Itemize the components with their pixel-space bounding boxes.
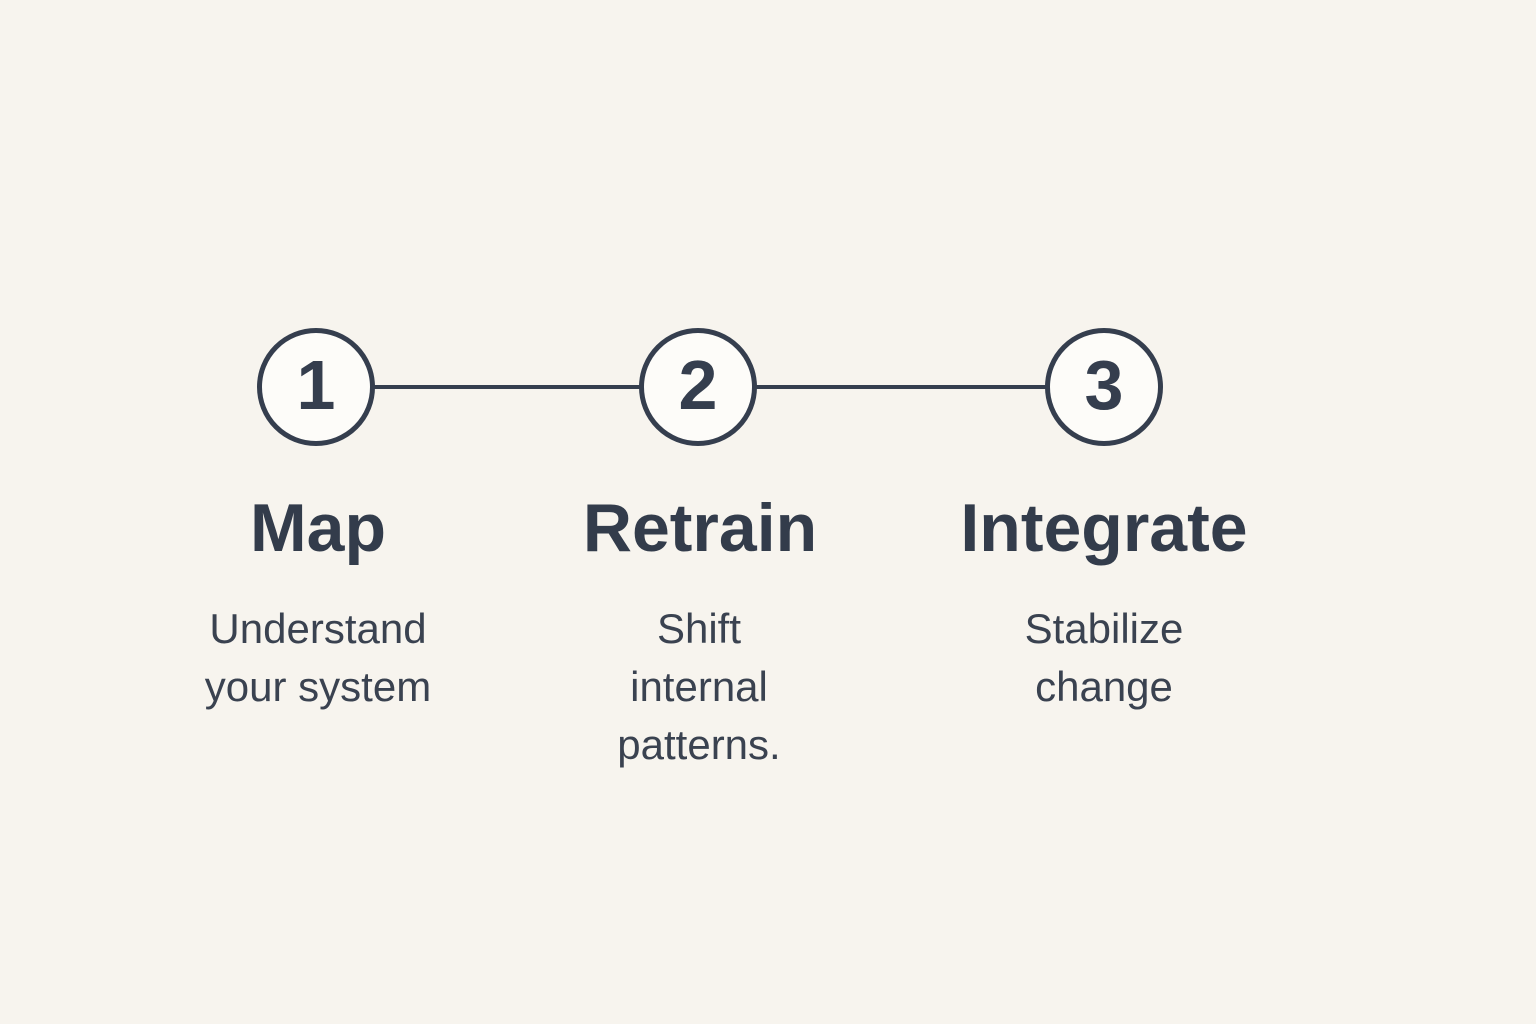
- connector-line-step1-step2: [316, 385, 698, 389]
- step-3-circle: 3: [1045, 328, 1163, 446]
- step-1-title: Map: [250, 490, 386, 566]
- step-2-subtitle: Shift internal patterns.: [617, 605, 781, 768]
- step-3-subtitle: Stabilize change: [1024, 605, 1184, 710]
- step-2-title: Retrain: [582, 490, 818, 566]
- step-2-circle: 2: [639, 328, 757, 446]
- step-3-title: Integrate: [960, 490, 1248, 566]
- connector-line-step2-step3: [698, 385, 1104, 389]
- step-1-number: 1: [296, 346, 336, 424]
- step-2-number: 2: [678, 346, 718, 424]
- step-3-number: 3: [1084, 346, 1124, 424]
- step-1-circle: 1: [257, 328, 375, 446]
- step-1-subtitle: Understand your system: [204, 605, 432, 710]
